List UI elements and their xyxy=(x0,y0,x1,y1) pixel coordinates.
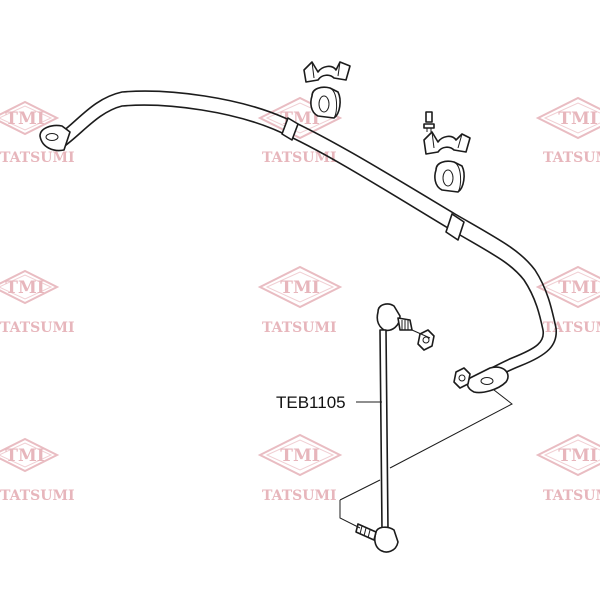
assembly-leader-lines xyxy=(339,329,513,529)
stabilizer-bar xyxy=(39,90,557,394)
bracket-left xyxy=(303,61,351,83)
bar-bushing-band xyxy=(281,117,299,141)
nut-upper xyxy=(417,329,435,351)
stabilizer-link xyxy=(355,303,413,553)
watermark-logo-text: TMI xyxy=(5,278,44,298)
watermark-logo-text: TMI xyxy=(5,446,44,466)
stabilizer-bar-right-end xyxy=(466,366,509,394)
bushing-left xyxy=(310,86,341,119)
watermark-logo: TMI xyxy=(257,433,343,477)
watermark-logo: TMI xyxy=(0,269,60,305)
bar-bushing-band xyxy=(445,213,465,241)
bracket-right xyxy=(423,131,471,155)
watermark-logo: TMI xyxy=(0,437,60,473)
watermark-brand-name: TATSUMI xyxy=(543,150,600,166)
watermark-logo: TMI xyxy=(535,96,600,140)
watermark-brand-name: TATSUMI xyxy=(543,320,600,336)
watermark-logo-text: TMI xyxy=(558,278,597,298)
watermark-logo: TMI xyxy=(257,265,343,309)
watermark-logo: TMI xyxy=(535,265,600,309)
watermark-logo-text: TMI xyxy=(558,109,597,129)
watermark-brand-name: TATSUMI xyxy=(262,488,337,504)
watermark-logo-text: TMI xyxy=(280,278,319,298)
bushing-right xyxy=(434,160,465,193)
watermark-logo-text: TMI xyxy=(5,109,44,129)
watermark-logo: TMI xyxy=(535,433,600,477)
nut-lower xyxy=(453,367,471,389)
part-number-label: TEB1105 xyxy=(276,393,346,412)
watermark-brand-name: TATSUMI xyxy=(0,150,75,166)
watermark-logo-text: TMI xyxy=(280,446,319,466)
watermark-logo-text: TMI xyxy=(558,446,597,466)
watermark-brand-name: TATSUMI xyxy=(0,488,75,504)
watermark-layer: TMI TATSUMI TMI TATSUMI TMI TATSUMI TMI xyxy=(0,96,600,504)
watermark-brand-name: TATSUMI xyxy=(262,150,337,166)
watermark-brand-name: TATSUMI xyxy=(262,320,337,336)
bolt-top xyxy=(423,111,435,132)
watermark-brand-name: TATSUMI xyxy=(543,488,600,504)
part-callout: TEB1105 xyxy=(276,393,382,412)
stabilizer-bar-left-end xyxy=(39,124,71,152)
watermark-brand-name: TATSUMI xyxy=(0,320,75,336)
watermark-logo: TMI xyxy=(0,100,60,136)
